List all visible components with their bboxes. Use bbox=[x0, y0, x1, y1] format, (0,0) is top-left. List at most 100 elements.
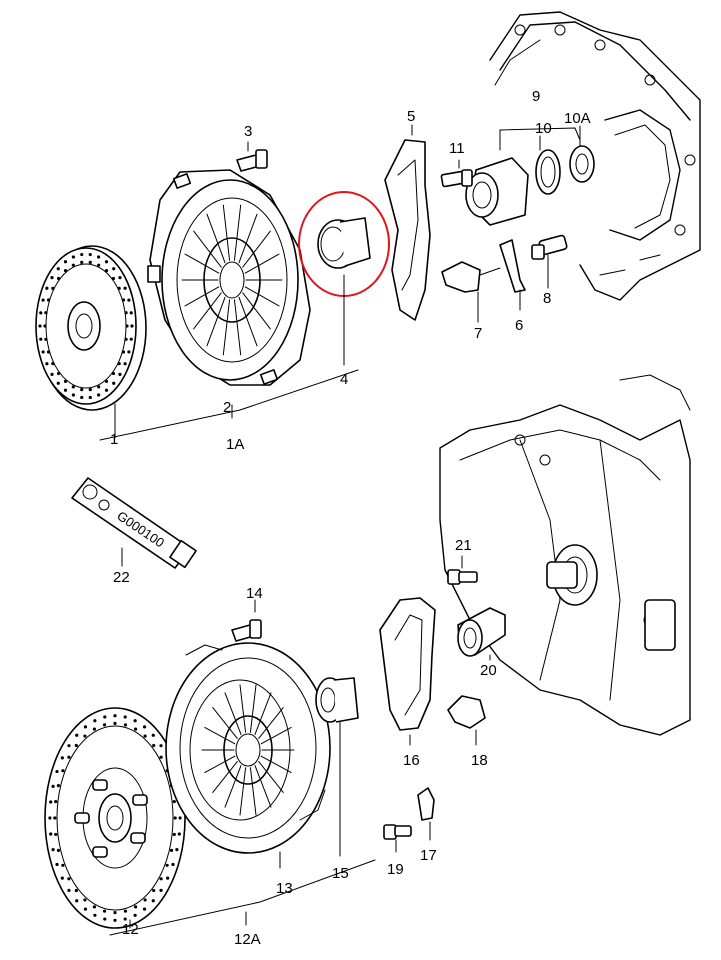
friction-rivet bbox=[51, 784, 55, 788]
label-12A: 12A bbox=[234, 931, 261, 948]
friction-rivet bbox=[125, 324, 129, 328]
friction-rivet bbox=[104, 260, 109, 264]
clip-18 bbox=[447, 695, 486, 729]
label-2: 2 bbox=[223, 399, 231, 416]
diaphragm-finger bbox=[184, 286, 220, 307]
friction-rivet bbox=[92, 905, 97, 909]
friction-rivet bbox=[127, 298, 131, 302]
release-bearing-upper bbox=[317, 217, 371, 269]
friction-rivet bbox=[112, 267, 116, 271]
friction-rivet bbox=[166, 876, 170, 880]
pressure-plate-lower bbox=[165, 642, 331, 854]
friction-rivet bbox=[80, 260, 84, 264]
bracket-6 bbox=[499, 239, 526, 293]
label-7: 7 bbox=[474, 325, 482, 342]
friction-rivet bbox=[111, 371, 116, 376]
friction-rivet bbox=[63, 269, 68, 273]
friction-rivet bbox=[143, 734, 147, 738]
friction-rivet bbox=[133, 913, 137, 917]
bolt-3 bbox=[236, 149, 268, 172]
friction-rivet bbox=[96, 393, 101, 397]
friction-rivet bbox=[117, 286, 121, 291]
friction-rivet bbox=[50, 276, 54, 280]
friction-rivet bbox=[80, 252, 84, 257]
label-19: 19 bbox=[387, 861, 404, 878]
diaphragm-finger bbox=[204, 755, 236, 774]
friction-rivet bbox=[53, 816, 57, 820]
diaphragm-finger bbox=[239, 767, 247, 816]
friction-rivet bbox=[80, 395, 84, 400]
diaphragm-finger bbox=[249, 767, 257, 816]
friction-rivet bbox=[88, 395, 92, 400]
damper-spring bbox=[130, 832, 146, 844]
friction-rivet bbox=[56, 784, 61, 788]
label-10: 10 bbox=[535, 120, 552, 137]
clip-7 bbox=[441, 261, 501, 293]
friction-rivet bbox=[83, 725, 88, 729]
bolt-19 bbox=[383, 824, 412, 840]
label-10A: 10A bbox=[564, 110, 591, 127]
friction-rivet bbox=[74, 743, 78, 748]
friction-rivet bbox=[41, 350, 45, 354]
friction-rivet bbox=[104, 388, 109, 392]
friction-rivet bbox=[112, 381, 116, 385]
friction-rivet bbox=[74, 888, 78, 893]
diaphragm-finger bbox=[222, 204, 231, 261]
friction-rivet bbox=[56, 848, 61, 852]
friction-rivet bbox=[175, 848, 179, 852]
diaphragm-finger bbox=[206, 213, 226, 264]
friction-rivet bbox=[152, 743, 156, 748]
friction-rivet bbox=[159, 744, 163, 748]
friction-rivet bbox=[159, 877, 163, 881]
friction-rivet bbox=[123, 917, 127, 921]
friction-rivet bbox=[67, 744, 71, 748]
friction-rivet bbox=[123, 909, 128, 913]
clutch-disc-lower bbox=[44, 707, 186, 929]
label-16: 16 bbox=[403, 752, 420, 769]
diaphragm-finger bbox=[258, 707, 284, 739]
friction-rivet bbox=[50, 372, 54, 376]
friction-rivet bbox=[63, 260, 68, 264]
friction-rivet bbox=[61, 863, 65, 867]
friction-rivet bbox=[41, 298, 45, 302]
friction-rivet bbox=[113, 714, 117, 718]
friction-rivet bbox=[51, 361, 55, 366]
friction-rivet bbox=[118, 372, 122, 376]
pressure-plate-upper bbox=[147, 169, 311, 386]
label-4: 4 bbox=[340, 371, 348, 388]
diaphragm-finger bbox=[212, 707, 238, 739]
friction-rivet bbox=[178, 816, 182, 820]
friction-rivet bbox=[56, 276, 61, 281]
label-22: 22 bbox=[113, 569, 130, 586]
label-8: 8 bbox=[543, 290, 551, 307]
friction-rivet bbox=[102, 723, 107, 727]
friction-rivet bbox=[88, 388, 92, 392]
friction-rivet bbox=[51, 286, 55, 291]
friction-rivet bbox=[171, 862, 175, 867]
release-fork-upper bbox=[384, 139, 431, 321]
friction-rivet bbox=[44, 337, 48, 341]
friction-rivet bbox=[43, 324, 47, 328]
grease-tube-22: G000100 bbox=[71, 477, 197, 569]
transmission-housing-lower bbox=[439, 374, 691, 736]
friction-rivet bbox=[142, 725, 147, 729]
diaphragm-finger bbox=[224, 765, 242, 808]
label-15: 15 bbox=[332, 865, 349, 882]
friction-rivet bbox=[39, 311, 43, 315]
friction-rivet bbox=[71, 385, 75, 389]
label-17: 17 bbox=[420, 847, 437, 864]
diaphragm-finger bbox=[184, 253, 220, 274]
friction-rivet bbox=[133, 727, 138, 731]
friction-rivet bbox=[71, 263, 75, 267]
friction-rivet bbox=[71, 255, 76, 259]
friction-rivet bbox=[60, 756, 64, 760]
friction-rivet bbox=[172, 832, 176, 837]
damper-spring bbox=[92, 846, 108, 858]
leader-lines-upper bbox=[99, 124, 581, 441]
friction-rivet bbox=[169, 848, 174, 852]
bolt-21 bbox=[447, 569, 478, 585]
friction-rivet bbox=[38, 324, 42, 328]
damper-spring bbox=[132, 794, 148, 806]
friction-rivet bbox=[104, 269, 109, 273]
friction-rivet bbox=[54, 799, 58, 804]
